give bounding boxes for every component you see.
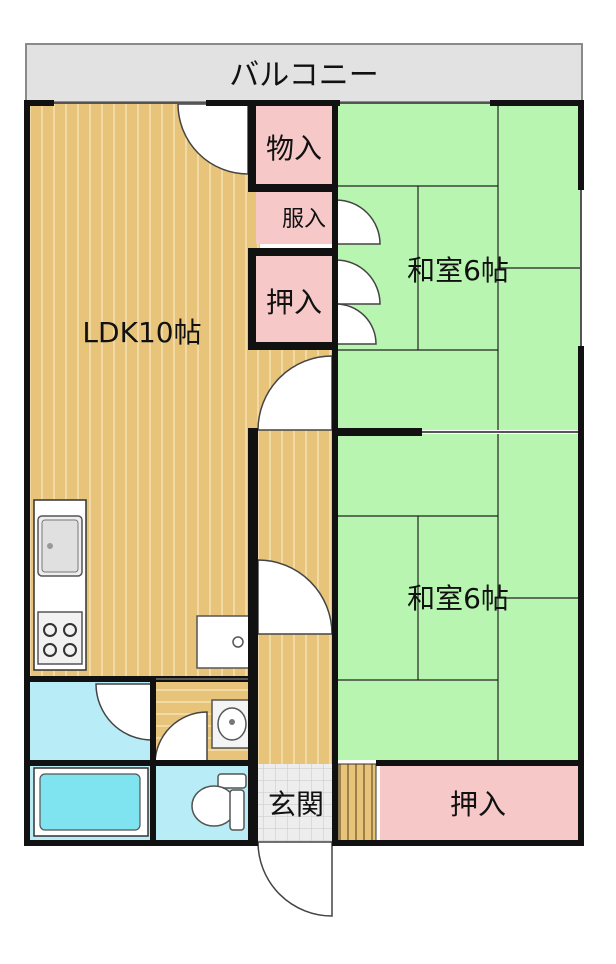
- sink-icon: [37, 515, 83, 577]
- washitsu-lower-label: 和室6帖: [407, 582, 509, 615]
- oshiire-upper-floor: [256, 256, 334, 348]
- shoe-storage: [337, 763, 377, 843]
- fukuire-label: 服入: [282, 207, 326, 232]
- balcony: バルコニー: [25, 43, 583, 103]
- oshiire-lower-floor: [380, 764, 578, 842]
- ldk-label: LDK10帖: [82, 316, 201, 349]
- stove-icon: [37, 611, 83, 665]
- fukuire-floor: [256, 192, 334, 244]
- windows: [54, 102, 582, 680]
- oshiire-lower-label: 押入: [450, 788, 506, 821]
- monoire-label: 物入: [266, 132, 322, 165]
- walls: [24, 100, 584, 846]
- genkan-label: 玄関: [268, 788, 324, 821]
- genkan-floor: [258, 764, 334, 842]
- oshiire-upper-label: 押入: [266, 286, 322, 319]
- washitsu-lower: [336, 434, 580, 760]
- balcony-label: バルコニー: [229, 58, 378, 93]
- washitsu-upper: [336, 104, 580, 430]
- door-swings: [95, 103, 381, 917]
- toilet-icon: [191, 773, 247, 831]
- washitsu-upper-label: 和室6帖: [407, 254, 509, 287]
- washer-pan-icon: [196, 615, 253, 669]
- washbasin-icon: [211, 699, 253, 749]
- bathtub-icon: [33, 767, 149, 837]
- kitchen-counter: [33, 499, 87, 671]
- monoire-floor: [256, 104, 334, 188]
